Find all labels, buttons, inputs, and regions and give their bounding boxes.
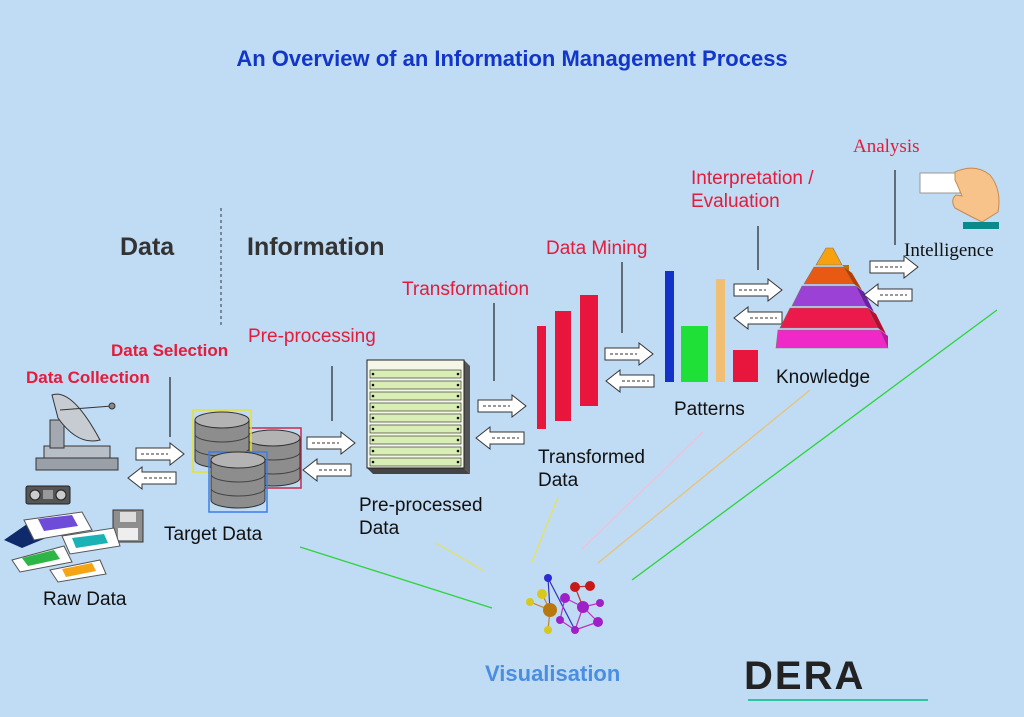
step-data-mining: Data Mining [546, 238, 648, 259]
arrow-right-icon [733, 278, 783, 302]
label-preprocessed-line2: Data [359, 518, 400, 539]
heading-information: Information [247, 233, 385, 261]
bar-chart-icon [665, 271, 758, 382]
arrow-left-icon [863, 283, 913, 307]
label-transformed-line2: Data [538, 470, 579, 491]
arrow-left-icon [733, 306, 783, 330]
photo-slides-icon [4, 511, 121, 583]
label-intelligence: Intelligence [904, 240, 994, 261]
label-knowledge: Knowledge [776, 367, 871, 388]
visualisation-ray [631, 309, 998, 581]
arrow-right-icon [135, 442, 185, 466]
satellite-dish-icon [35, 393, 119, 471]
floppy-disk-icon [112, 509, 144, 543]
arrow-left-icon [475, 426, 525, 450]
dera-logo: DERA [744, 654, 866, 698]
label-transformed-line1: Transformed [538, 447, 645, 468]
arrow-right-icon [604, 342, 654, 366]
transformed-data-bars [537, 295, 598, 429]
molecule-icon [526, 574, 604, 634]
label-raw-data: Raw Data [43, 589, 127, 610]
label-preprocessed-line1: Pre-processed [359, 495, 483, 516]
step-pre-processing: Pre-processing [248, 326, 376, 347]
arrow-left-icon [127, 466, 177, 490]
arrow-left-icon [302, 458, 352, 482]
database-icon [192, 409, 302, 513]
visualisation-ray [531, 496, 559, 563]
arrow-right-icon [306, 431, 356, 455]
arrow-right-icon [477, 394, 527, 418]
visualisation-ray [435, 542, 485, 572]
step-data-selection: Data Selection [111, 341, 229, 360]
page-title: An Overview of an Information Management… [236, 46, 788, 71]
label-patterns: Patterns [674, 399, 745, 420]
arrow-left-icon [605, 369, 655, 393]
visualisation-ray [597, 389, 811, 564]
step-data-collection: Data Collection [26, 368, 150, 387]
visualisation-ray [581, 431, 704, 550]
hand-card-icon [919, 167, 1000, 229]
heading-data: Data [120, 233, 175, 261]
step-interpretation: Interpretation / [691, 168, 814, 189]
visualisation-label: Visualisation [485, 661, 621, 686]
server-rack-icon [366, 359, 470, 474]
step-transformation: Transformation [402, 279, 530, 300]
step-analysis: Analysis [853, 136, 920, 157]
visualisation-ray [299, 546, 493, 609]
step-evaluation: Evaluation [691, 191, 780, 212]
label-target-data: Target Data [164, 524, 263, 545]
radio-icon [25, 485, 71, 505]
pyramid-icon [775, 247, 889, 349]
